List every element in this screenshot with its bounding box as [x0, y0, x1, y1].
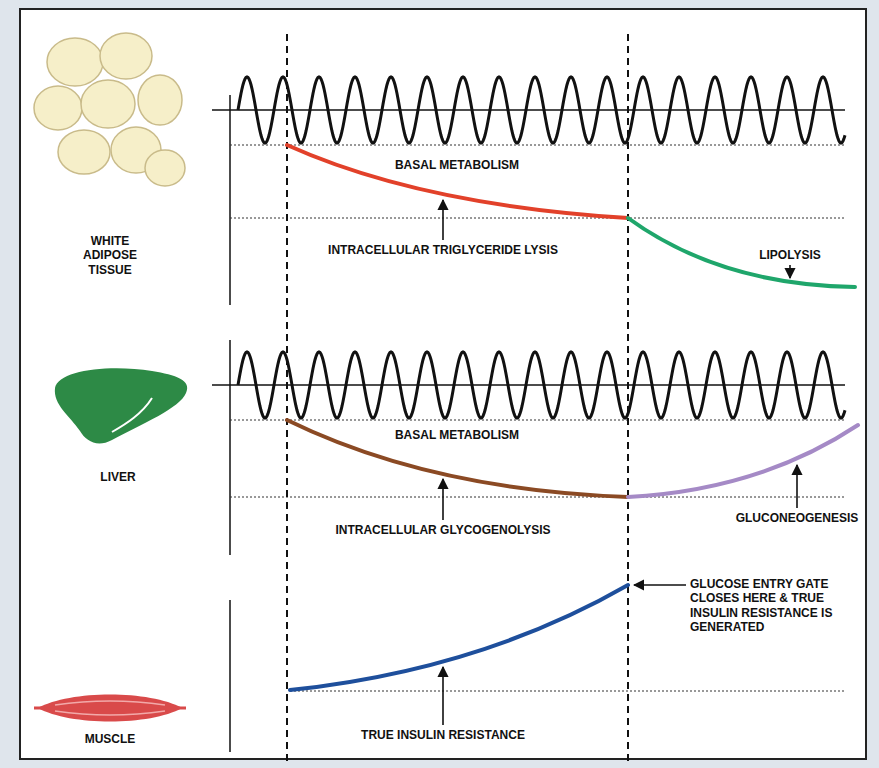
muscle-icon	[34, 695, 186, 722]
diagram-label: BASAL METABOLISM	[347, 428, 567, 442]
diagram-label: GLUCONEOGENESIS	[735, 511, 859, 525]
liver-icon	[55, 368, 187, 443]
diagram-label: LIVER	[72, 470, 164, 484]
panel-frame	[20, 9, 866, 759]
diagram-label: WHITE ADIPOSE TISSUE	[64, 234, 156, 277]
diagram-label: TRUE INSULIN RESISTANCE	[303, 728, 583, 742]
axis-lines	[212, 95, 845, 752]
diagram-label: LIPOLYSIS	[735, 248, 845, 262]
diagram-label: INTRACELLULAR GLYCOGENOLYSIS	[283, 523, 603, 537]
diagram-label: BASAL METABOLISM	[347, 158, 567, 172]
oscillation-wave	[238, 77, 845, 143]
oscillation-wave	[238, 352, 845, 418]
pointer-arrows	[443, 200, 797, 725]
diagram-label: MUSCLE	[64, 732, 156, 746]
adipose-icon	[34, 33, 185, 186]
basal-oscillation	[238, 77, 845, 418]
diagram-label: GLUCOSE ENTRY GATE CLOSES HERE & TRUE IN…	[690, 577, 862, 635]
diagram-label: INTRACELLULAR TRIGLYCERIDE LYSIS	[283, 243, 603, 257]
